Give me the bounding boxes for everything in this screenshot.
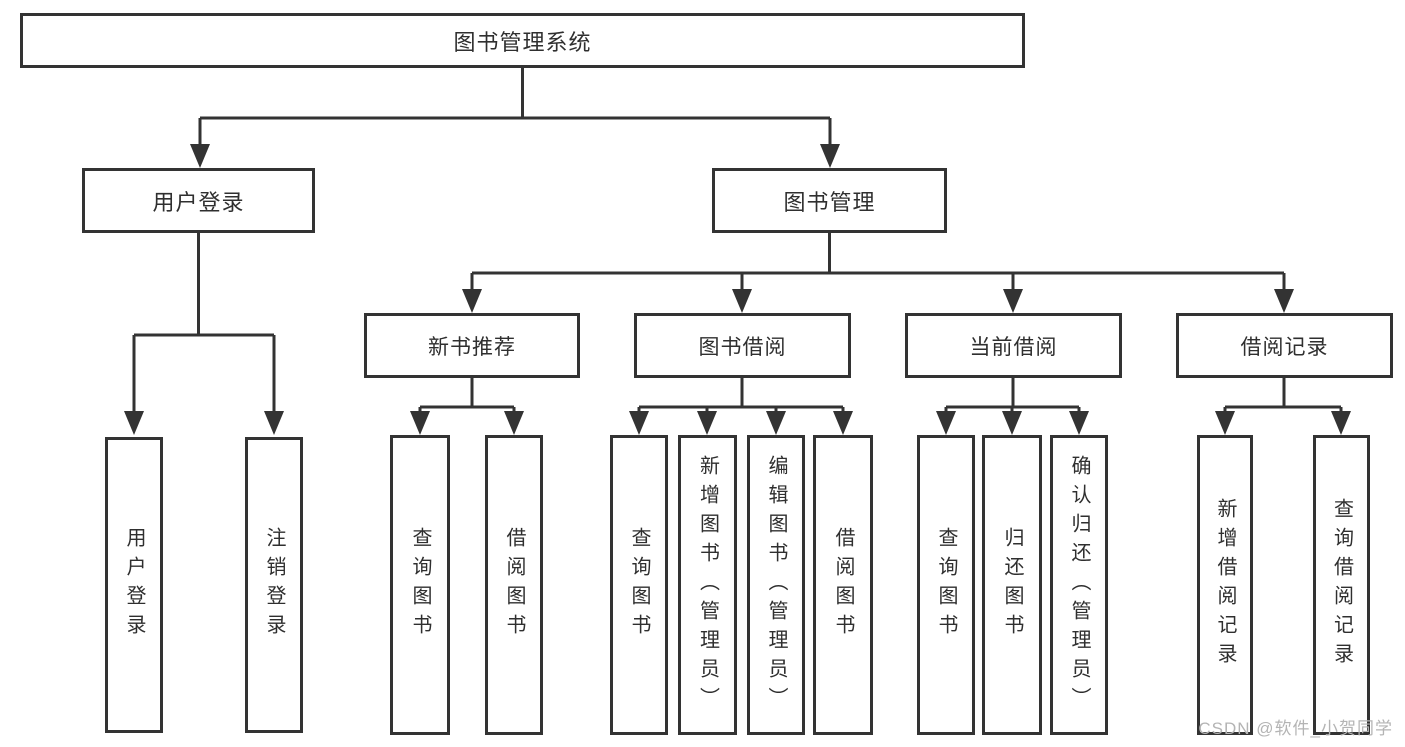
leaf-query-books-recommend: 查询图书: [390, 435, 450, 735]
node-book-borrow: 图书借阅: [634, 313, 851, 378]
node-new-book-recommend-label: 新书推荐: [428, 335, 516, 359]
leaf-borrow-books-label: 借阅图书: [832, 527, 854, 643]
leaf-logout-label: 注销登录: [263, 527, 285, 643]
leaf-borrow-books: 借阅图书: [813, 435, 873, 735]
leaf-query-books-borrow-label: 查询图书: [628, 527, 650, 643]
node-root-library-system: 图书管理系统: [20, 13, 1025, 68]
node-current-borrow-label: 当前借阅: [969, 335, 1058, 359]
node-user-login-label: 用户登录: [152, 189, 245, 215]
node-new-book-recommend: 新书推荐: [364, 313, 580, 378]
leaf-user-login-label: 用户登录: [123, 527, 145, 643]
leaf-add-book-admin: 新增图书（管理员）: [678, 435, 737, 735]
node-borrow-records-label: 借阅记录: [1240, 335, 1329, 359]
leaf-add-book-admin-label: 新增图书（管理员）: [696, 454, 719, 716]
leaf-query-books-current-label: 查询图书: [935, 527, 957, 643]
csdn-watermark: CSDN @软件_小贺同学: [1198, 719, 1393, 738]
leaf-add-borrow-record-label: 新增借阅记录: [1214, 498, 1236, 672]
leaf-confirm-return-admin: 确认归还（管理员）: [1050, 435, 1108, 735]
node-book-borrow-label: 图书借阅: [698, 335, 787, 359]
leaf-edit-book-admin: 编辑图书（管理员）: [747, 435, 805, 735]
node-current-borrow: 当前借阅: [905, 313, 1122, 378]
leaf-logout: 注销登录: [245, 437, 303, 733]
leaf-query-books-recommend-label: 查询图书: [409, 527, 431, 643]
leaf-edit-book-admin-label: 编辑图书（管理员）: [765, 454, 787, 716]
leaf-user-login: 用户登录: [105, 437, 163, 733]
leaf-query-borrow-record-label: 查询借阅记录: [1330, 498, 1353, 672]
leaf-add-borrow-record: 新增借阅记录: [1197, 435, 1253, 735]
leaf-return-books-label: 归还图书: [1001, 527, 1023, 643]
leaf-borrow-books-recommend-label: 借阅图书: [503, 527, 525, 643]
leaf-query-books-borrow: 查询图书: [610, 435, 668, 735]
node-book-management-label: 图书管理: [783, 189, 876, 215]
node-root-label: 图书管理系统: [453, 29, 592, 55]
leaf-return-books: 归还图书: [982, 435, 1042, 735]
leaf-query-borrow-record: 查询借阅记录: [1313, 435, 1370, 735]
leaf-confirm-return-admin-label: 确认归还（管理员）: [1068, 454, 1090, 716]
leaf-query-books-current: 查询图书: [917, 435, 975, 735]
leaf-borrow-books-recommend: 借阅图书: [485, 435, 543, 735]
node-borrow-records: 借阅记录: [1176, 313, 1393, 378]
node-user-login: 用户登录: [82, 168, 315, 233]
node-book-management: 图书管理: [712, 168, 947, 233]
